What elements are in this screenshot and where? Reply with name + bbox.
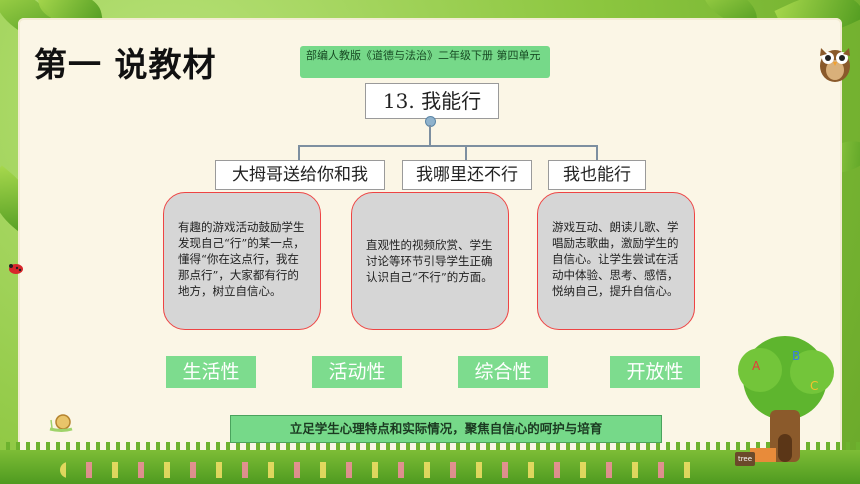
owl-icon [820,48,850,82]
mindmap-root[interactable]: 13. 我能行 [365,83,499,119]
connector-line [429,125,431,145]
branch-node-1[interactable]: 大拇哥送给你和我 [215,160,385,190]
svg-text:B: B [792,349,800,363]
detail-card-3: 游戏互动、朗读儿歌、学唱励志歌曲，激励学生的自信心。让学生尝试在活动中体验、思考… [537,192,695,330]
connector-line [465,145,467,160]
trait-badge: 生活性 [166,356,256,388]
connector-line [596,145,598,160]
connector-line [298,145,596,147]
tree-sign: tree [735,452,755,466]
branch-node-3[interactable]: 我也能行 [548,160,646,190]
connector-line [298,145,300,160]
flower-decoration [60,462,700,478]
detail-card-2: 直观性的视频欣赏、学生讨论等环节引导学生正确认识自己“不行”的方面。 [351,192,509,330]
tree-house-icon: A B C [738,336,834,462]
branch-node-2[interactable]: 我哪里还不行 [402,160,532,190]
ladybug-icon [9,264,23,274]
source-label: 部编人教版《道德与法治》二年级下册 第四单元 [300,46,550,78]
trait-badge: 开放性 [610,356,700,388]
collapse-icon[interactable] [425,116,436,127]
trait-badge: 综合性 [458,356,548,388]
page-title: 第一 说教材 [34,45,217,84]
snail-icon [49,414,73,432]
trait-badge: 活动性 [312,356,402,388]
svg-text:C: C [810,379,818,393]
svg-text:A: A [752,359,761,373]
detail-card-1: 有趣的游戏活动鼓励学生发现自己“行”的某一点，懂得“你在这点行，我在那点行”，大… [163,192,321,330]
summary-banner: 立足学生心理特点和实际情况，聚焦自信心的呵护与培育 [230,415,662,443]
